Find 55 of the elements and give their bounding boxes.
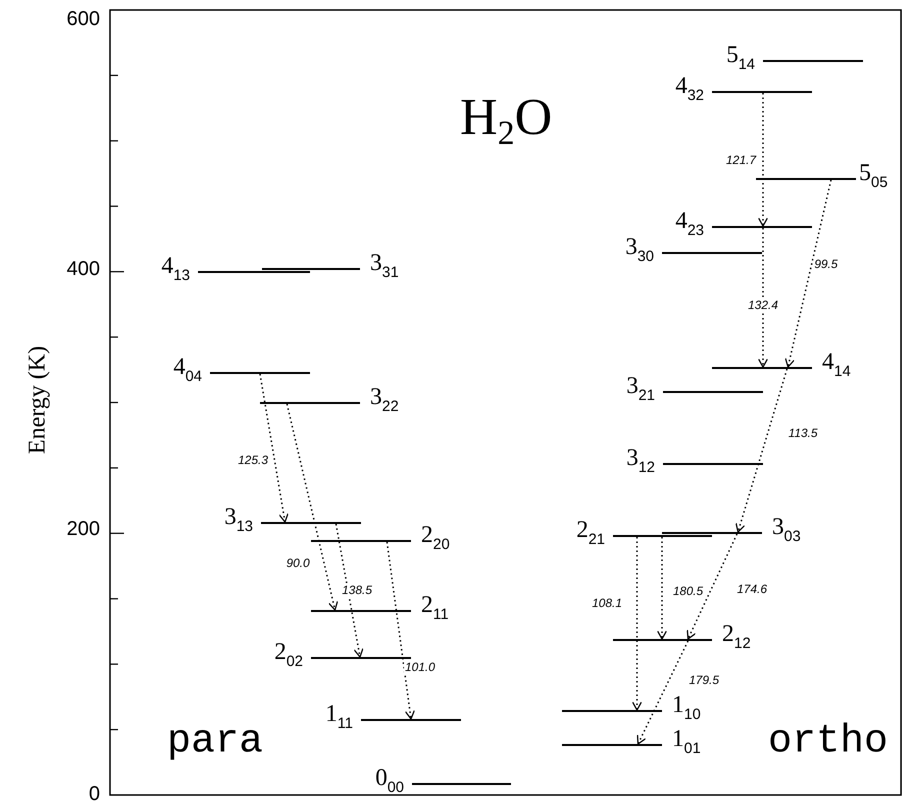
- edge-label: 121.7: [724, 153, 758, 167]
- level-label: 5$_{05}$: [859, 160, 888, 193]
- level-label: 2$_{02}$: [274, 639, 303, 672]
- transition-arrow: [632, 537, 642, 711]
- level-label: 2$_{11}$: [421, 592, 449, 625]
- level-label: 2$_{12}$: [722, 621, 751, 654]
- transition-arrow: [656, 537, 668, 640]
- level-label: 3$_{13}$: [224, 504, 253, 537]
- axis-tick-label: 600: [66, 8, 100, 31]
- series-label: para: [167, 720, 263, 764]
- level-label: 3$_{21}$: [626, 373, 655, 406]
- level-label: 3$_{03}$: [772, 514, 801, 547]
- level-label: 2$_{21}$: [576, 517, 605, 550]
- transition-arrow: [784, 180, 832, 368]
- level-label: 0$_{00}$: [375, 765, 404, 798]
- level-label: 1$_{10}$: [672, 692, 701, 725]
- level-label: 1$_{11}$: [325, 701, 353, 734]
- transition-arrow: [758, 93, 768, 227]
- level-label: 4$_{23}$: [675, 208, 704, 241]
- level-label: 2$_{20}$: [421, 522, 450, 555]
- level-label: 4$_{04}$: [173, 354, 202, 387]
- edge-label: 174.6: [736, 582, 768, 596]
- edge-label: 113.5: [787, 426, 819, 440]
- transition-arrow: [758, 228, 768, 368]
- edge-label: 90.0: [285, 556, 311, 570]
- transition-arrow: [335, 524, 364, 658]
- edge-label: 180.5: [672, 584, 704, 598]
- series-label: ortho: [768, 720, 888, 764]
- axis-tick-label: 200: [66, 518, 100, 541]
- transition-arrow: [686, 534, 738, 640]
- edge-label: 125.3: [236, 453, 270, 467]
- level-label: 3$_{12}$: [626, 445, 655, 478]
- level-label: 3$_{22}$: [370, 384, 399, 417]
- transition-arrow: [286, 404, 338, 611]
- level-label: 3$_{30}$: [625, 234, 654, 267]
- edge-label: 138.5: [340, 583, 374, 597]
- level-label: 3$_{31}$: [370, 250, 399, 283]
- axis-tick-label: 400: [66, 258, 100, 281]
- level-label: 4$_{13}$: [161, 253, 190, 286]
- axis-tick-label: 0: [88, 783, 100, 806]
- axis-title: Energy (K): [24, 346, 52, 454]
- transition-arrow: [259, 374, 289, 523]
- transition-arrow: [636, 640, 689, 745]
- edge-label: 99.5: [813, 257, 839, 271]
- edge-label: 132.4: [746, 298, 780, 312]
- edge-label: 179.5: [688, 673, 720, 687]
- transition-arrow: [386, 542, 415, 720]
- diagram-title: H$_{2}$O: [460, 88, 552, 153]
- edge-label: 101.0: [404, 660, 436, 674]
- edge-label: 108.1: [590, 596, 624, 610]
- level-label: 1$_{01}$: [672, 726, 701, 759]
- level-label: 4$_{14}$: [822, 349, 851, 382]
- transition-arrow: [735, 368, 788, 533]
- level-label: 4$_{32}$: [675, 73, 704, 106]
- level-label: 5$_{14}$: [726, 42, 755, 75]
